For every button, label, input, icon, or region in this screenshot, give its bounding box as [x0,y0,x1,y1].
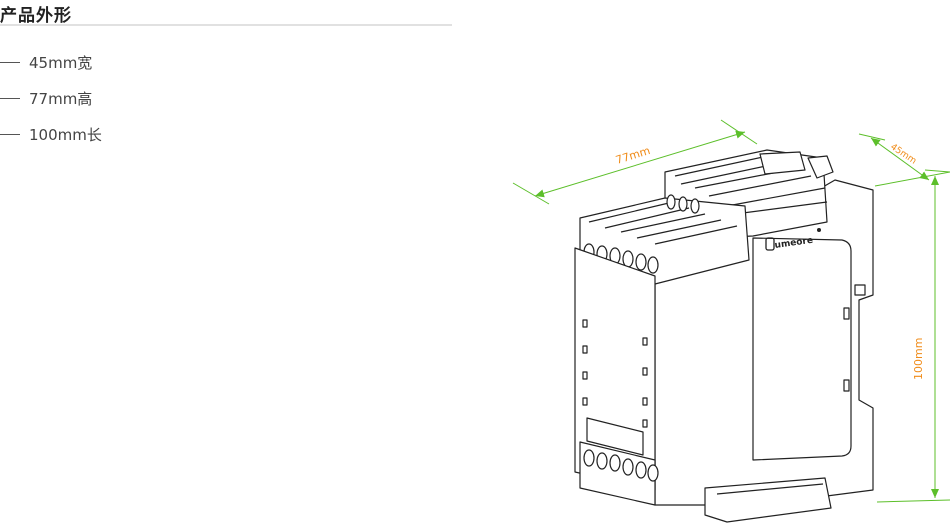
dimension-label-width: 45mm [888,142,918,167]
terminal-screw [609,454,621,472]
brand-registered-mark [817,228,821,232]
front-terminal-ridge [620,213,706,233]
section-title: 产品外形 [0,6,72,26]
back-terminal-ridge [734,201,828,215]
dimension-label-height: 100mm [912,338,925,380]
section-header: 产品外形 [0,0,452,26]
dimension-arrow-77mm [534,130,746,198]
device-body [574,149,874,523]
dash-icon [0,61,20,63]
spec-text-height: 77mm高 [29,89,93,108]
din-clip [854,284,866,296]
device-side-inner-panel [752,237,852,461]
terminal-screw [647,256,659,274]
dimension-lines [512,119,950,503]
spec-list: 45mm宽 77mm高 100mm长 [0,44,102,152]
front-indicator [642,419,648,428]
front-terminal-ridge [588,201,674,223]
extension-line [924,169,950,173]
extension-line [720,119,758,145]
product-diagram: umeore 77mm 45mm 100mm [512,119,950,523]
dash-icon [0,97,20,99]
side-slot [843,379,850,392]
front-indicator [582,397,588,406]
front-indicator [582,345,588,354]
terminal-screw [678,196,688,212]
terminal-screw [622,458,634,476]
spec-item-height: 77mm高 [0,80,102,116]
back-terminal-ridge [726,187,826,207]
front-label-window [586,417,644,456]
terminal-screw [635,253,647,271]
terminal-screw [690,198,700,214]
top-connector [759,151,806,175]
spec-text-width: 45mm宽 [29,53,93,72]
screw-row-bottom [583,449,659,482]
extension-line [874,171,950,187]
brand-logo-mark [765,237,775,251]
front-indicator [582,319,588,328]
dash-icon [0,133,20,135]
front-indicator [642,337,648,346]
extension-line [512,182,550,205]
side-slot [843,307,850,320]
front-terminal-ridge [636,219,722,239]
bottom-back-terminal [704,477,832,523]
terminal-screw [635,461,647,479]
terminal-screw [596,452,608,470]
dimension-arrow-45mm [870,137,930,181]
screw-row-top [583,194,700,274]
terminal-screw [583,449,595,467]
dimension-label-length: 77mm [614,144,652,167]
extension-line [876,499,950,503]
terminal-screw [647,464,659,482]
front-terminal-ridge [604,207,690,229]
spec-text-length: 100mm长 [29,125,102,144]
terminal-screw [622,250,634,268]
spec-item-length: 100mm长 [0,116,102,152]
terminal-screw [666,194,676,210]
top-connector [807,155,834,179]
front-indicator [582,371,588,380]
front-terminal-ridge [654,225,738,245]
bottom-back-terminal-ridge [716,483,824,495]
front-indicator [642,397,648,406]
front-indicator [642,367,648,376]
spec-item-width: 45mm宽 [0,44,102,80]
